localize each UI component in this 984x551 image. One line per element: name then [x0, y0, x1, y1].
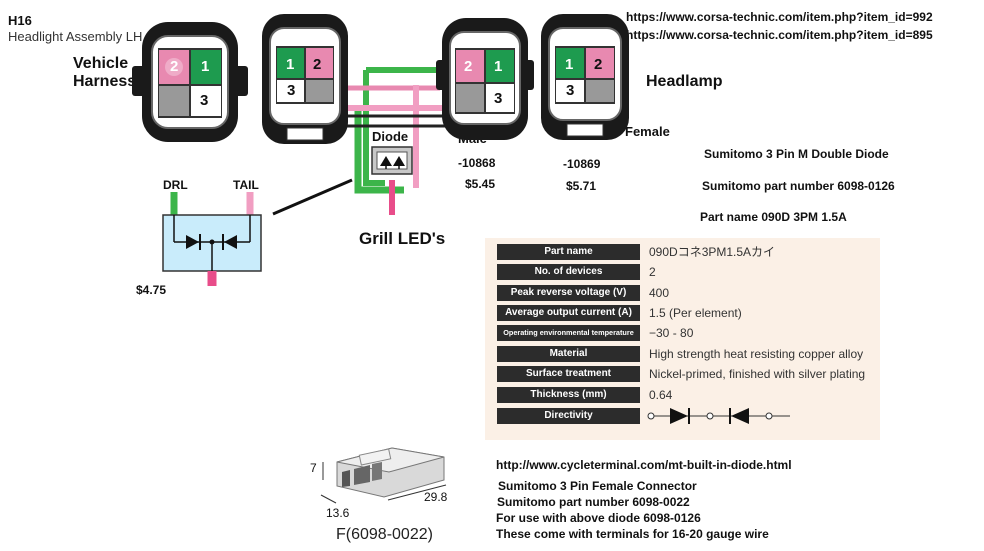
spec-label: Peak reverse voltage (V) [497, 285, 640, 301]
spec-label: Operating environmental temperature (°C) [497, 325, 640, 341]
vehicle-label: Vehicle [73, 55, 129, 72]
diode-part-number: Sumitomo part number 6098-0126 [702, 179, 895, 193]
harness-label: Harness [73, 73, 137, 90]
spec-value: 090Dコネ3PM1.5Aカイ [649, 245, 776, 259]
spec-row: Average output current (A) 1.5 (Per elem… [485, 303, 880, 323]
wires [272, 67, 450, 216]
spec-label: Material [497, 346, 640, 362]
diode-schematic [162, 192, 262, 286]
female-info-line3: For use with above diode 6098-0126 [496, 511, 701, 525]
male-left-pin-1: 1 [286, 56, 295, 73]
female-price: $5.71 [566, 179, 597, 193]
spec-label: Thickness (mm) [497, 387, 640, 403]
spec-table: Part name 090Dコネ3PM1.5Aカイ No. of devices… [485, 238, 880, 440]
female-part-number: -10869 [563, 157, 601, 171]
url-link-992[interactable]: https://www.corsa-technic.com/item.php?i… [626, 10, 933, 24]
header-code: H16 [8, 13, 32, 28]
male-right-pin-2: 2 [464, 58, 473, 75]
diode-part-name: Part name 090D 3PM 1.5A [700, 210, 847, 224]
headlamp-connector [541, 14, 629, 140]
spec-value: −30 - 80 [649, 326, 694, 340]
spec-label: Directivity [497, 408, 640, 424]
female-label: Female [625, 124, 670, 139]
male-right-pin-1: 1 [494, 58, 503, 75]
harness-connector [132, 22, 248, 142]
dim-width: 13.6 [326, 506, 350, 520]
inline-diode [371, 146, 413, 175]
grill-leds-label: Grill LED's [359, 229, 446, 248]
harness-pin-2: 2 [170, 58, 179, 75]
header-subtitle: Headlight Assembly LH [8, 29, 143, 44]
headlamp-label: Headlamp [646, 73, 723, 90]
male-price: $5.45 [465, 177, 496, 191]
spec-label: Surface treatment [497, 366, 640, 382]
male-connector-right [436, 18, 534, 140]
dim-length: 29.8 [424, 490, 448, 504]
spec-row: Part name 090Dコネ3PM1.5Aカイ [485, 242, 880, 262]
spec-row: Operating environmental temperature (°C)… [485, 323, 880, 343]
harness-pin-3: 3 [200, 92, 209, 109]
male-left-pin-2: 2 [313, 56, 322, 73]
diode-label: Diode [372, 129, 409, 144]
spec-row: Material High strength heat resisting co… [485, 344, 880, 364]
male-right-pin-3: 3 [494, 90, 503, 107]
headlamp-pin-3: 3 [566, 82, 575, 99]
spec-label: Part name [497, 244, 640, 260]
directivity-diode-symbol [647, 408, 790, 424]
spec-value: 2 [649, 265, 656, 279]
diode-price: $4.75 [136, 283, 167, 297]
male-part-number: -10868 [458, 156, 496, 170]
female-info-line2: Sumitomo part number 6098-0022 [497, 495, 690, 509]
spec-value: 1.5 (Per element) [649, 306, 742, 320]
dim-height: 7 [310, 461, 317, 475]
tail-label: TAIL [233, 178, 259, 192]
female-info-line1: Sumitomo 3 Pin Female Connector [498, 479, 697, 493]
spec-row: Directivity [485, 406, 880, 426]
male-connector-left [262, 14, 348, 144]
headlamp-pin-2: 2 [594, 56, 603, 73]
spec-value: 0.64 [649, 388, 673, 402]
url-link-895[interactable]: https://www.corsa-technic.com/item.php?i… [626, 28, 933, 42]
male-left-pin-3: 3 [287, 82, 296, 99]
diode-title: Sumitomo 3 Pin M Double Diode [704, 147, 889, 161]
drl-label: DRL [163, 178, 188, 192]
female-info-line4: These come with terminals for 16-20 gaug… [496, 527, 769, 541]
spec-row: No. of devices 2 [485, 262, 880, 282]
spec-value: 400 [649, 286, 670, 300]
spec-value: Nickel-primed, finished with silver plat… [649, 367, 866, 381]
harness-pin-1: 1 [201, 58, 210, 75]
spec-label: No. of devices [497, 264, 640, 280]
spec-row: Thickness (mm) 0.64 [485, 385, 880, 405]
url-link-cycleterminal[interactable]: http://www.cycleterminal.com/mt-built-in… [496, 458, 792, 472]
spec-value: High strength heat resisting copper allo… [649, 347, 864, 361]
spec-row: Surface treatment Nickel-primed, finishe… [485, 364, 880, 384]
female-connector-image [320, 447, 447, 504]
spec-row: Peak reverse voltage (V) 400 [485, 283, 880, 303]
spec-label: Average output current (A) [497, 305, 640, 321]
female-connector-caption: F(6098-0022) [336, 526, 433, 543]
headlamp-pin-1: 1 [565, 56, 574, 73]
